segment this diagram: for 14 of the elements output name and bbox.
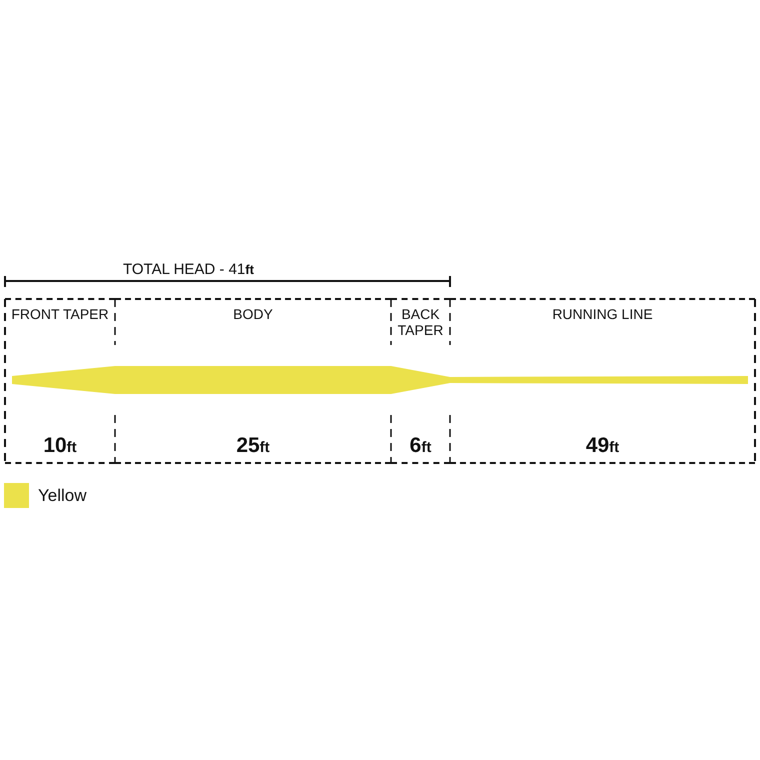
section-name: FRONT TAPER	[10, 306, 110, 322]
section-length: 25ft	[236, 434, 270, 458]
line-section	[450, 298, 755, 464]
section-length: 6ft	[410, 434, 432, 458]
line-section	[5, 298, 115, 464]
legend-label: Yellow	[38, 486, 87, 506]
dimension-label: TOTAL HEAD - 41ft	[123, 261, 254, 278]
section-length: 10ft	[43, 434, 77, 458]
section-name: BACK TAPER	[396, 306, 444, 338]
section-name: RUNNING LINE	[552, 306, 653, 322]
line-section	[115, 298, 391, 464]
line-section	[391, 298, 450, 464]
section-length: 49ft	[586, 434, 620, 458]
section-name: BODY	[233, 306, 273, 322]
